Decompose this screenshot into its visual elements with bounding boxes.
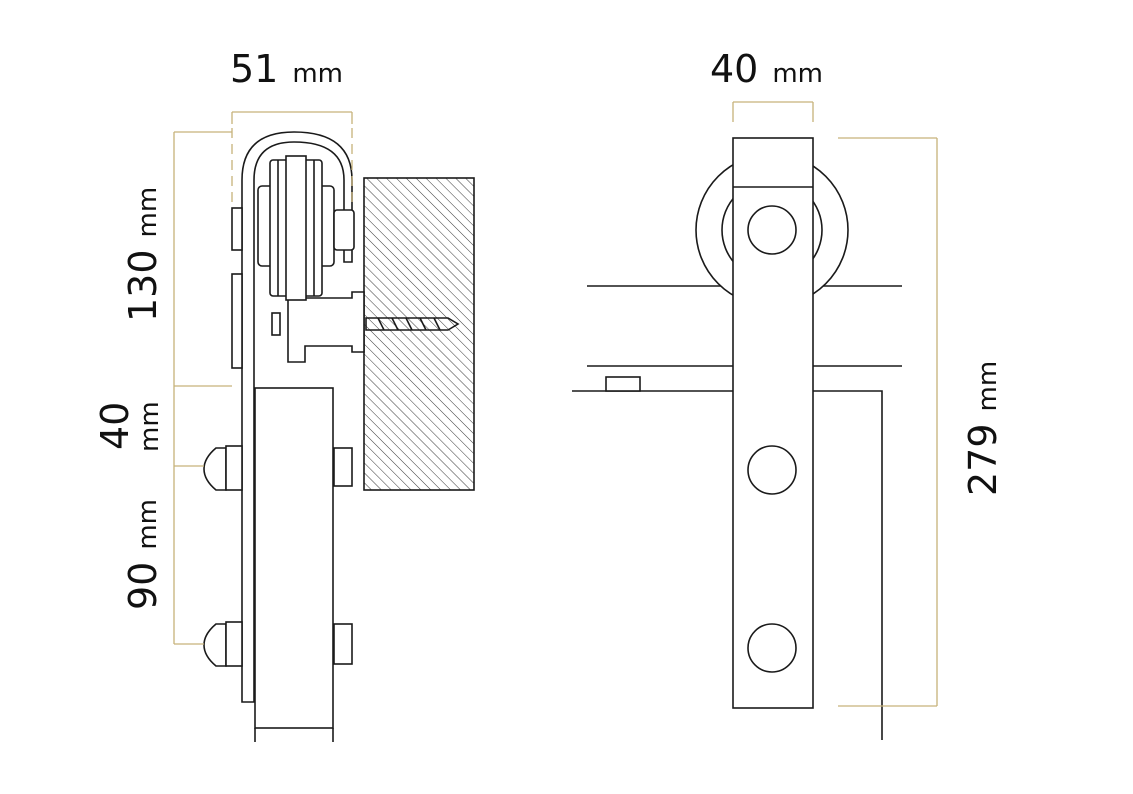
spacing-90-label: 90mm (121, 499, 165, 610)
strap-hole-middle (747, 445, 797, 495)
strap-block-lower (231, 273, 243, 369)
door-edge (572, 390, 883, 740)
strap-hole-top (747, 205, 797, 255)
front-view (572, 101, 938, 740)
wheel-side (257, 155, 355, 301)
door-panel (254, 387, 334, 729)
bolt-upper (203, 445, 353, 491)
dimension-lines-right (732, 101, 938, 707)
height-130-label: 130mm (121, 187, 165, 322)
strap-block-upper (231, 207, 243, 251)
lag-screw (365, 317, 460, 331)
hanger-strap (241, 131, 353, 703)
bolt-lower (203, 621, 353, 667)
wall-block (363, 177, 475, 491)
svg-text:mm: mm (135, 401, 165, 452)
svg-text:40: 40 (93, 402, 137, 450)
side-view (173, 111, 475, 742)
door-stop (605, 376, 641, 392)
dimension-lines-left (173, 111, 353, 645)
length-279-label: 279mm (961, 361, 1005, 496)
height-40-label: 40 mm (93, 401, 165, 452)
mounting-spacer (271, 291, 365, 363)
strap-hole-bottom (747, 623, 797, 673)
